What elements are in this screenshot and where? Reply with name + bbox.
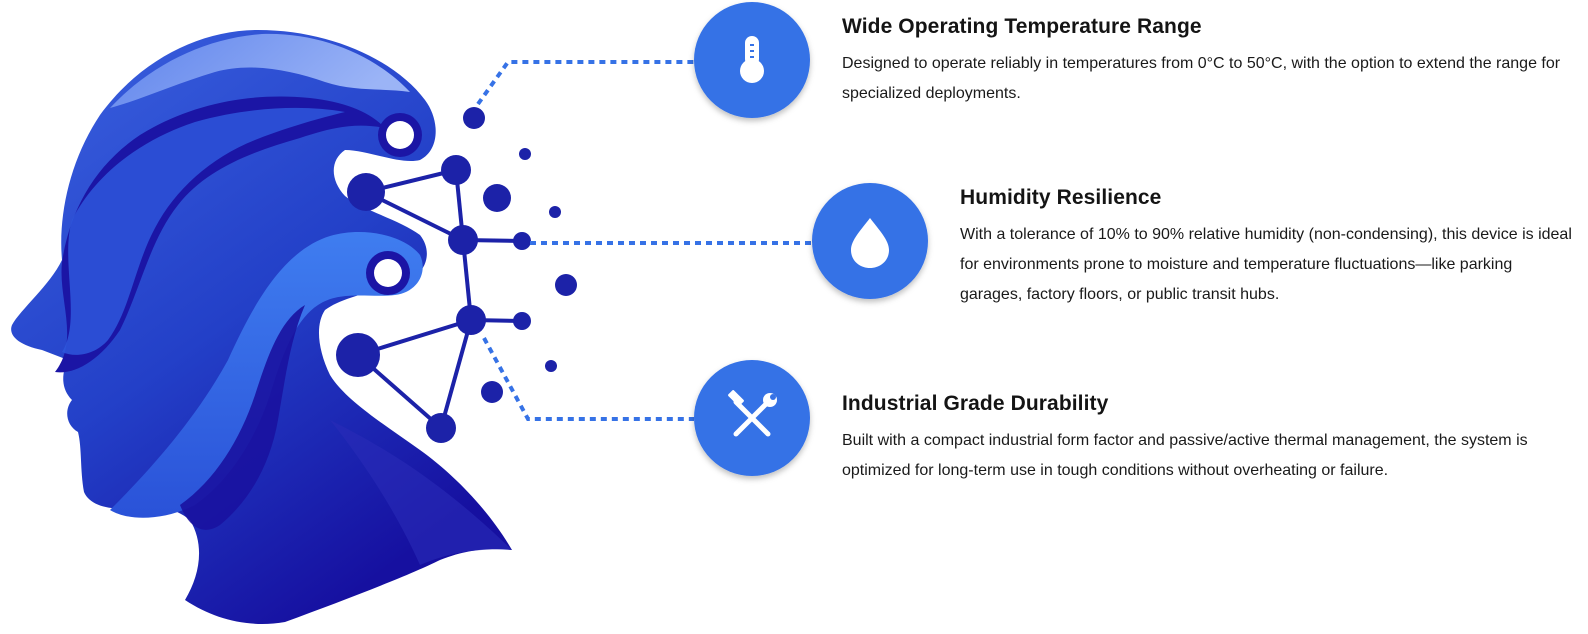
feature-title: Humidity Resilience	[960, 186, 1162, 209]
head-neck-shade	[330, 420, 512, 565]
head-middle-band	[62, 107, 345, 355]
dotted-connectors	[476, 60, 812, 421]
connector-durability	[482, 337, 694, 421]
connector-temperature	[476, 60, 694, 106]
head-openings	[366, 113, 422, 295]
feature-description: Designed to operate reliably in temperat…	[842, 55, 1561, 102]
head-cap-shape	[110, 33, 410, 108]
head-silhouette	[11, 30, 513, 624]
hammer-wrench-icon	[733, 399, 771, 437]
lower-ring-inner	[374, 259, 402, 287]
feature-durability: Industrial Grade Durability Built with a…	[842, 391, 1572, 486]
thermometer-icon	[740, 36, 764, 83]
feature-title: Wide Operating Temperature Range	[842, 15, 1202, 38]
feature-icon-durability	[694, 360, 810, 476]
water-drop-icon	[851, 218, 889, 268]
feature-humidity: Humidity Resilience With a tolerance of …	[960, 185, 1572, 310]
feature-title: Industrial Grade Durability	[842, 392, 1109, 415]
network-nodes	[336, 107, 577, 443]
feature-description: Built with a compact industrial form fac…	[842, 432, 1528, 479]
upper-ring-inner	[386, 121, 414, 149]
feature-icon-temperature	[694, 2, 810, 118]
feature-icon-humidity	[812, 183, 928, 299]
head-lower-dark-band	[180, 305, 305, 530]
feature-description: With a tolerance of 10% to 90% relative …	[960, 226, 1572, 303]
feature-temperature: Wide Operating Temperature Range Designe…	[842, 14, 1572, 109]
